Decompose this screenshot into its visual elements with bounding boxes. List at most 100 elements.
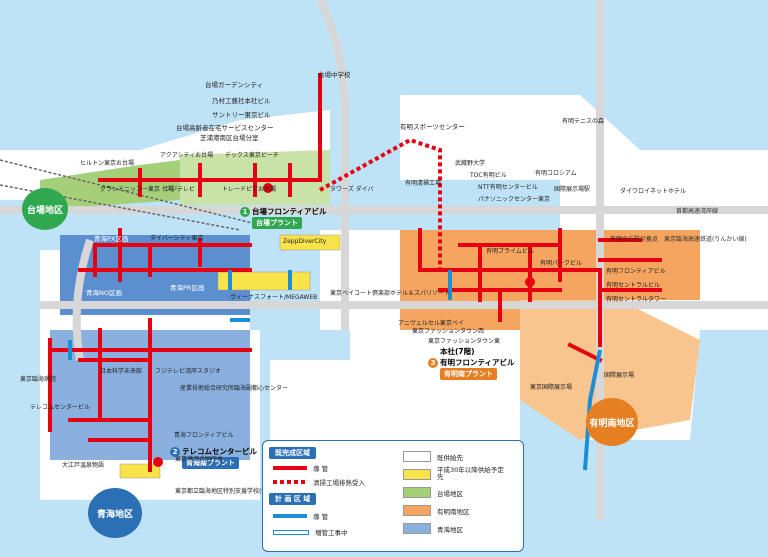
- legend-swatch: [403, 487, 431, 498]
- legend-swatch: [273, 529, 309, 535]
- label: フジテレビ湾岸スタジオ: [155, 368, 222, 375]
- label: 芝浦港南区台場分室: [200, 134, 259, 142]
- legend-text: 平成30年以降供給予定先: [437, 466, 504, 481]
- label: 有明テニスの森: [562, 118, 605, 125]
- aomi-area: [60, 235, 250, 315]
- label: NTT有明センタービル: [478, 184, 538, 191]
- legend-text: 清掃工場排熱受入: [313, 479, 365, 487]
- label: 有明スポーツセンター: [400, 123, 465, 131]
- legend-row: 既供給先: [403, 451, 463, 462]
- waste-heat-pipe: [319, 137, 442, 270]
- label: ZeppDiverCity: [283, 238, 327, 245]
- label: デックス東京ビーチ: [225, 152, 279, 159]
- ariake-south-area: [520, 300, 700, 440]
- label: 有明パークビル: [540, 260, 583, 267]
- label: 日本科学未来館: [100, 368, 143, 375]
- legend-text: 既供給先: [437, 453, 463, 462]
- label: ヴィーナスフォート/MEGAWEB: [230, 294, 318, 301]
- legend-swatch: [403, 523, 431, 534]
- legend-swatch: [273, 466, 307, 470]
- legend-text: 台場地区: [437, 489, 463, 498]
- legend-text: 導 管: [313, 465, 329, 473]
- existing-pipes: [48, 73, 662, 472]
- label: 有明セントラルビル: [606, 282, 661, 289]
- legend-swatch: [403, 451, 431, 462]
- label: TOC有明ビル: [470, 172, 507, 179]
- legend-row: 青海地区: [403, 523, 463, 534]
- label: 武蔵野大学: [455, 160, 486, 167]
- label: サントリー東京ビル: [212, 111, 271, 119]
- plant-building: テレコムセンタービル: [182, 447, 257, 456]
- legend-row: 台場地区: [403, 487, 463, 498]
- label: パナソニックセンター東京: [478, 196, 551, 203]
- label: 台場高齢者在宅サービスセンター: [176, 124, 274, 132]
- legend: 既完成区域 導 管 清掃工場排熱受入 計 画 区 域 導 管 増管工事中 既供給…: [262, 440, 524, 552]
- label: テレコムセンタービル: [30, 404, 91, 411]
- legend-existing-title: 既完成区域: [269, 447, 316, 459]
- legend-text: 増管工事中: [315, 529, 348, 537]
- legend-row: 清掃工場排熱受入: [273, 477, 365, 487]
- label: 首都高速湾岸線: [676, 208, 719, 215]
- plant-building: 台場フロンティアビル: [252, 207, 327, 216]
- planned-area-1: [217, 271, 311, 291]
- legend-swatch: [403, 468, 431, 480]
- legend-planned-title: 計 画 区 域: [269, 493, 317, 505]
- label: 有明プライムビル: [486, 248, 534, 255]
- legend-row: 導 管: [273, 463, 328, 473]
- label: 東京都立臨海地区特別支援学校(仮称): [175, 488, 276, 495]
- label: 台場ガーデンシティ: [205, 81, 264, 89]
- planned-area-2: [279, 234, 341, 251]
- label: 台場中学校: [318, 71, 351, 79]
- label: アニヴェルセル東京ベイ: [398, 320, 464, 327]
- plant-name: 有明南プラント: [440, 368, 497, 380]
- label: 東京港湾合同庁舎: [175, 456, 224, 463]
- label: 有明コロシアム: [535, 170, 577, 177]
- legend-text: 導 管: [313, 513, 329, 521]
- plant-note: 本社(7階): [440, 347, 475, 356]
- district-ariake-south: 有明南地区: [586, 398, 638, 446]
- label: ダイバーシティ東京: [150, 235, 204, 242]
- label: 青海フロンティアビル: [174, 432, 234, 439]
- plant-number: 1: [240, 207, 250, 217]
- label: 有明フロンティアビル: [606, 268, 666, 275]
- plant-name: 青海南プラント: [182, 457, 239, 469]
- legend-swatch: [273, 514, 307, 518]
- label: 青海NO区画: [86, 289, 122, 297]
- legend-text: 有明南地区: [437, 507, 470, 516]
- district-aomi: 青海地区: [88, 488, 142, 538]
- label: フジテレビ: [165, 186, 196, 193]
- label: 国際展示場: [604, 372, 635, 379]
- legend-swatch: [403, 505, 431, 516]
- legend-row: 増管工事中: [273, 527, 348, 537]
- district-daiba: 台場地区: [22, 188, 68, 230]
- plant-number: 3: [428, 358, 438, 368]
- label: アクアシティお台場: [160, 152, 214, 159]
- label: 東京ファッションタウン東: [428, 338, 501, 345]
- label: ダイワロイネットホテル: [620, 188, 687, 195]
- label: 東京ベイコート倶楽部ホテル＆スパリゾート: [330, 290, 451, 297]
- legend-swatch: [273, 480, 307, 484]
- legend-row: 有明南地区: [403, 505, 470, 516]
- planned-area-3: [119, 463, 161, 479]
- label: 東京ファッションタウン西: [412, 328, 485, 335]
- plant-building: 有明フロンティアビル: [440, 358, 515, 367]
- label: トレードピアお台場: [222, 186, 277, 193]
- label: 東京臨海高速鉄道(りんかい線): [664, 236, 747, 243]
- label: タワーズ ダイバ: [330, 186, 374, 193]
- label: 有明の丘防災拠点: [610, 236, 659, 243]
- plant-number: 2: [170, 447, 180, 457]
- label: 東京臨海病院: [20, 376, 57, 383]
- legend-row: 導 管: [273, 511, 328, 521]
- label: 国際展示場駅: [554, 186, 591, 193]
- label: 有明清掃工場: [405, 180, 442, 187]
- label: 大江戸温泉物語: [62, 462, 105, 469]
- legend-text: 青海地区: [437, 525, 463, 534]
- label: 青海PR区画: [170, 284, 205, 292]
- plant-name: 台場プラント: [252, 217, 302, 229]
- daiba-area: [40, 160, 180, 210]
- label: 産業技術総合研究所臨海副都心センター: [180, 385, 289, 392]
